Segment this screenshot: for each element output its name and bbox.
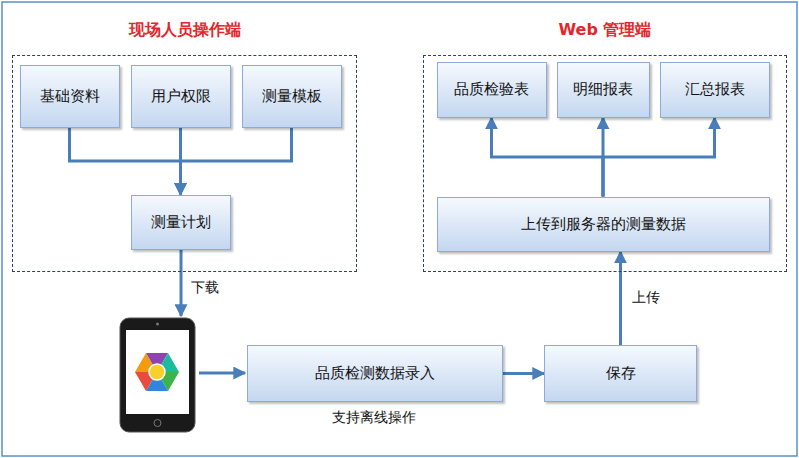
input-arrow xyxy=(199,372,245,375)
box-label: 用户权限 xyxy=(151,87,211,106)
group-title: 现场人员操作端 xyxy=(13,20,356,41)
note-label: 下载 xyxy=(189,279,221,297)
process-box: 用户权限 xyxy=(131,65,231,128)
process-box: 基础资料 xyxy=(20,65,120,128)
group-region: Web 管理端品质检验表明细报表汇总报表上传到服务器的测量数据 xyxy=(423,55,787,272)
flow-arrow xyxy=(503,372,544,375)
process-box: 品质检测数据录入 xyxy=(247,345,503,402)
process-box: 品质检验表 xyxy=(437,62,547,118)
note-label: 支持离线操作 xyxy=(330,409,418,427)
group-title: Web 管理端 xyxy=(424,20,786,41)
download-arrow xyxy=(180,250,183,316)
flow-arrow xyxy=(619,252,622,346)
process-box: 测量模板 xyxy=(242,65,342,128)
flow-arrow xyxy=(492,118,604,197)
process-box: 测量计划 xyxy=(131,195,231,250)
box-label: 明细报表 xyxy=(573,80,633,99)
box-label: 品质检验表 xyxy=(454,80,529,99)
box-label: 测量模板 xyxy=(262,87,322,106)
box-label: 保存 xyxy=(606,364,636,383)
box-label: 汇总报表 xyxy=(685,80,745,99)
process-box: 保存 xyxy=(544,345,697,402)
process-box: 上传到服务器的测量数据 xyxy=(437,197,770,252)
group-region: 现场人员操作端基础资料用户权限测量模板测量计划 xyxy=(12,55,357,272)
box-label: 上传到服务器的测量数据 xyxy=(521,215,686,234)
process-box: 汇总报表 xyxy=(660,62,770,118)
box-label: 品质检测数据录入 xyxy=(315,364,435,383)
box-label: 测量计划 xyxy=(151,213,211,232)
process-box: 明细报表 xyxy=(557,62,650,118)
edge-label: 上传 xyxy=(630,289,662,307)
flow-arrow xyxy=(181,128,292,195)
flow-arrow xyxy=(603,118,715,197)
flow-arrow xyxy=(70,128,181,195)
tablet-illustration xyxy=(120,318,195,432)
box-label: 基础资料 xyxy=(40,87,100,106)
